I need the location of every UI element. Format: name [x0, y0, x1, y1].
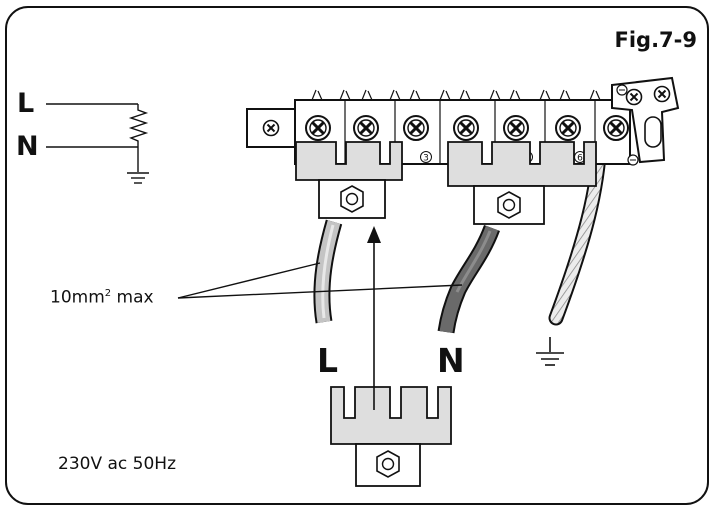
- terminal-screw-6-icon: [554, 114, 582, 142]
- lower-neutral-label: N: [437, 341, 465, 380]
- figure-label: Fig.7-9: [614, 28, 698, 52]
- terminal-screw-3-icon: [402, 114, 430, 142]
- earth-bracket: [611, 76, 680, 166]
- live-cable: [313, 219, 343, 324]
- lower-live-label: L: [317, 341, 339, 380]
- loose-bridge-link: [330, 386, 452, 487]
- hex-nut-neutral-icon: [497, 191, 521, 219]
- cable-size-superscript: 2: [104, 288, 112, 299]
- terminal-screw-5-icon: [502, 114, 530, 142]
- terminal-screw-earth-icon: [602, 114, 630, 142]
- terminal-screw-2-icon: [352, 114, 380, 142]
- cable-callout-lines: [177, 262, 463, 299]
- left-mounting-screw-icon: [262, 119, 280, 137]
- earth-small-screw-2-icon: [653, 85, 671, 103]
- neutral-cable: [437, 224, 500, 334]
- earth-symbol-icon: [127, 172, 149, 184]
- bridge-link-live: [295, 141, 403, 219]
- hex-nut-loose-icon: [376, 450, 400, 478]
- cable-size-text: 10mm: [50, 287, 105, 308]
- earth-symbol-lower-icon: [536, 337, 564, 366]
- cable-size-suffix: max: [111, 287, 154, 308]
- hex-nut-live-icon: [340, 185, 364, 213]
- terminal-screw-4-icon: [452, 114, 480, 142]
- schematic-neutral-label: N: [16, 131, 39, 162]
- supply-schematic: [46, 103, 149, 184]
- terminal-number-6: 6: [577, 154, 583, 164]
- terminal-teeth: [311, 89, 601, 101]
- bridge-link-neutral: [447, 141, 597, 225]
- terminal-number-3: 3: [423, 154, 429, 164]
- cable-size-note: 10mm2 max: [50, 289, 154, 307]
- terminal-screw-1-icon: [304, 114, 332, 142]
- install-arrow: [367, 226, 381, 410]
- resistor-coil-icon: [128, 104, 149, 147]
- supply-rating-label: 230V ac 50Hz: [58, 454, 176, 474]
- schematic-live-label: L: [17, 88, 35, 119]
- earth-small-screw-1-icon: [625, 88, 643, 106]
